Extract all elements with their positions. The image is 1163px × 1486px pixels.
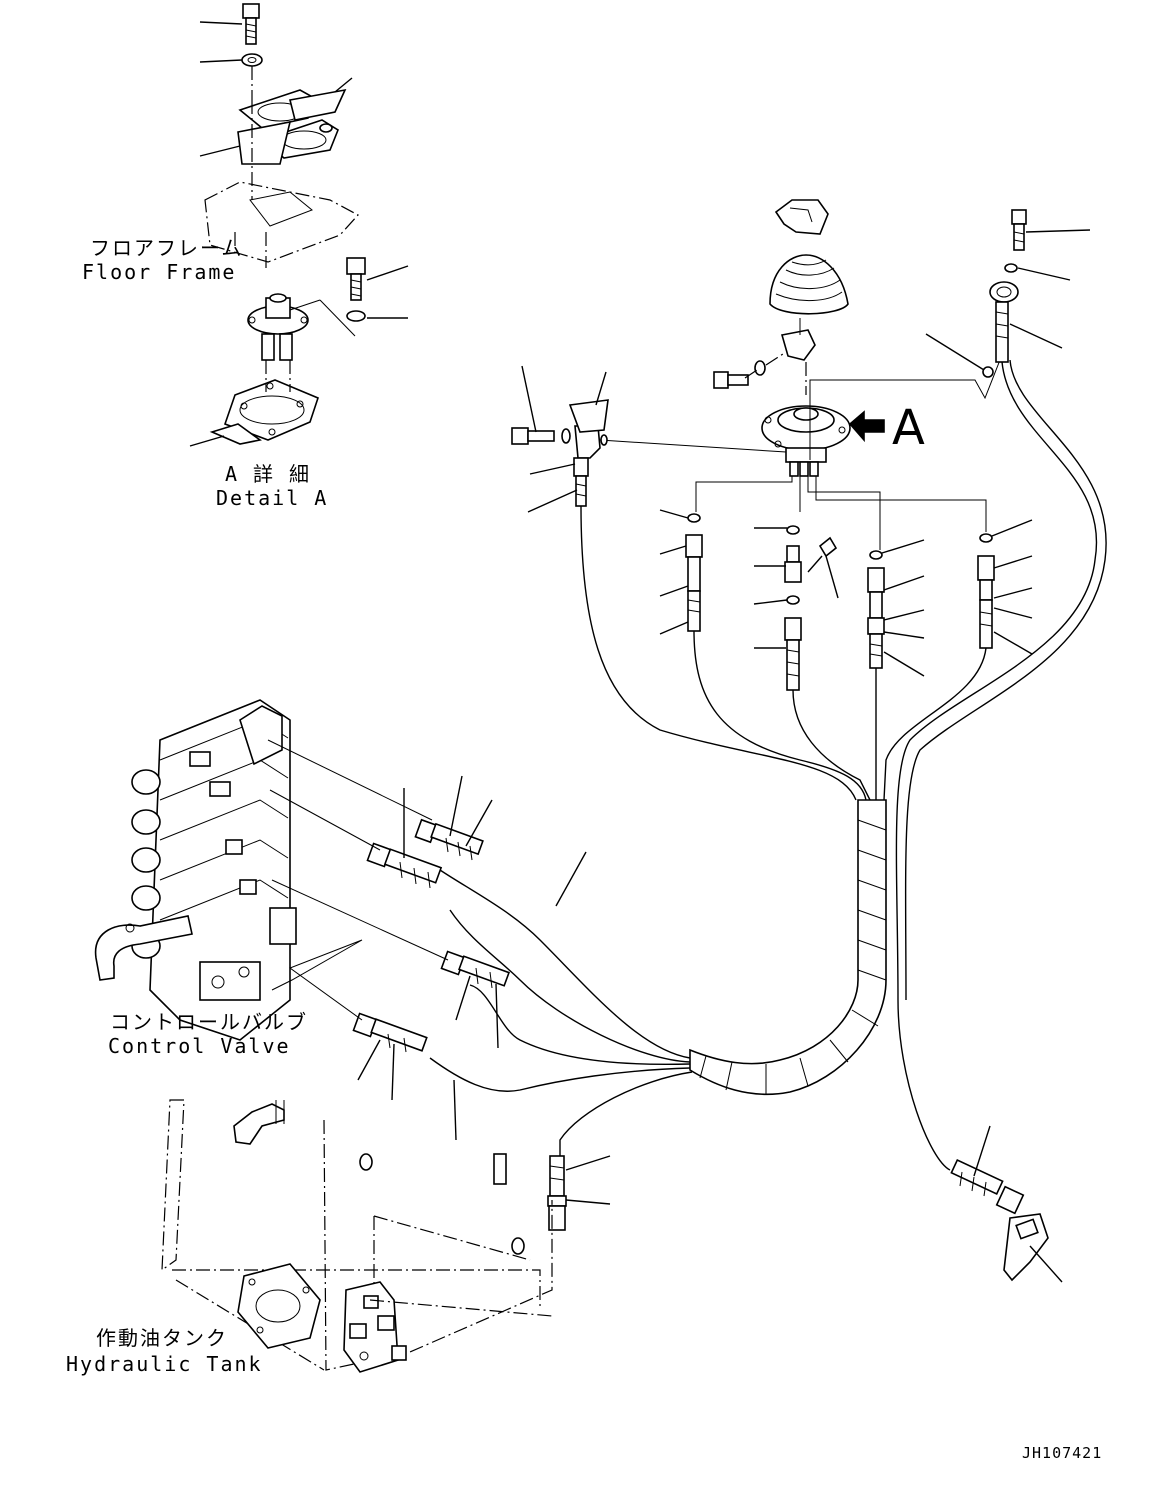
- floor-frame-label-en: Floor Frame: [82, 260, 237, 284]
- hydraulic-tank-label-en: Hydraulic Tank: [66, 1352, 263, 1376]
- detail-a-assembly: [189, 257, 409, 447]
- hose-fittings: [511, 209, 1027, 691]
- hydraulic-tank-label-jp: 作動油タンク: [96, 1326, 228, 1350]
- view-marker-a: A: [892, 400, 925, 456]
- hose-bundle: [429, 359, 1107, 1171]
- detail-a-label-jp: A 詳 細: [224, 462, 312, 486]
- control-valve-fittings: [352, 818, 1049, 1282]
- connection-lines: [599, 359, 1001, 550]
- control-valve-label-en: Control Valve: [108, 1034, 291, 1058]
- floor-frame-label-jp: フロアフレーム: [90, 236, 244, 260]
- floor-frame-assembly: [199, 3, 359, 268]
- control-lever-assembly: [713, 199, 885, 477]
- control-valve-body: [94, 699, 449, 1041]
- control-valve-label-jp: コントロールバルブ: [110, 1010, 308, 1034]
- detail-a-label-en: Detail A: [216, 486, 329, 510]
- hydraulic-tank: [161, 1099, 553, 1373]
- document-number: JH107421: [1022, 1444, 1103, 1462]
- callout-leaders: [357, 229, 1091, 1283]
